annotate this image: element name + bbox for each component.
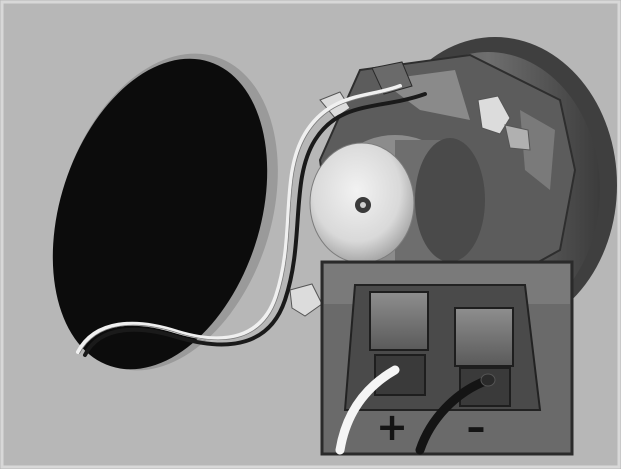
negative-symbol: –: [467, 405, 486, 449]
magnet-back: [415, 138, 485, 262]
negative-terminal-clip: [455, 308, 513, 366]
positive-symbol: +: [376, 405, 408, 449]
terminal-closeup-inset: + –: [322, 262, 572, 454]
magnet-center-hole-inner: [360, 202, 366, 208]
positive-terminal-clip: [370, 292, 428, 350]
inset-negative-wire-end: [481, 374, 495, 386]
